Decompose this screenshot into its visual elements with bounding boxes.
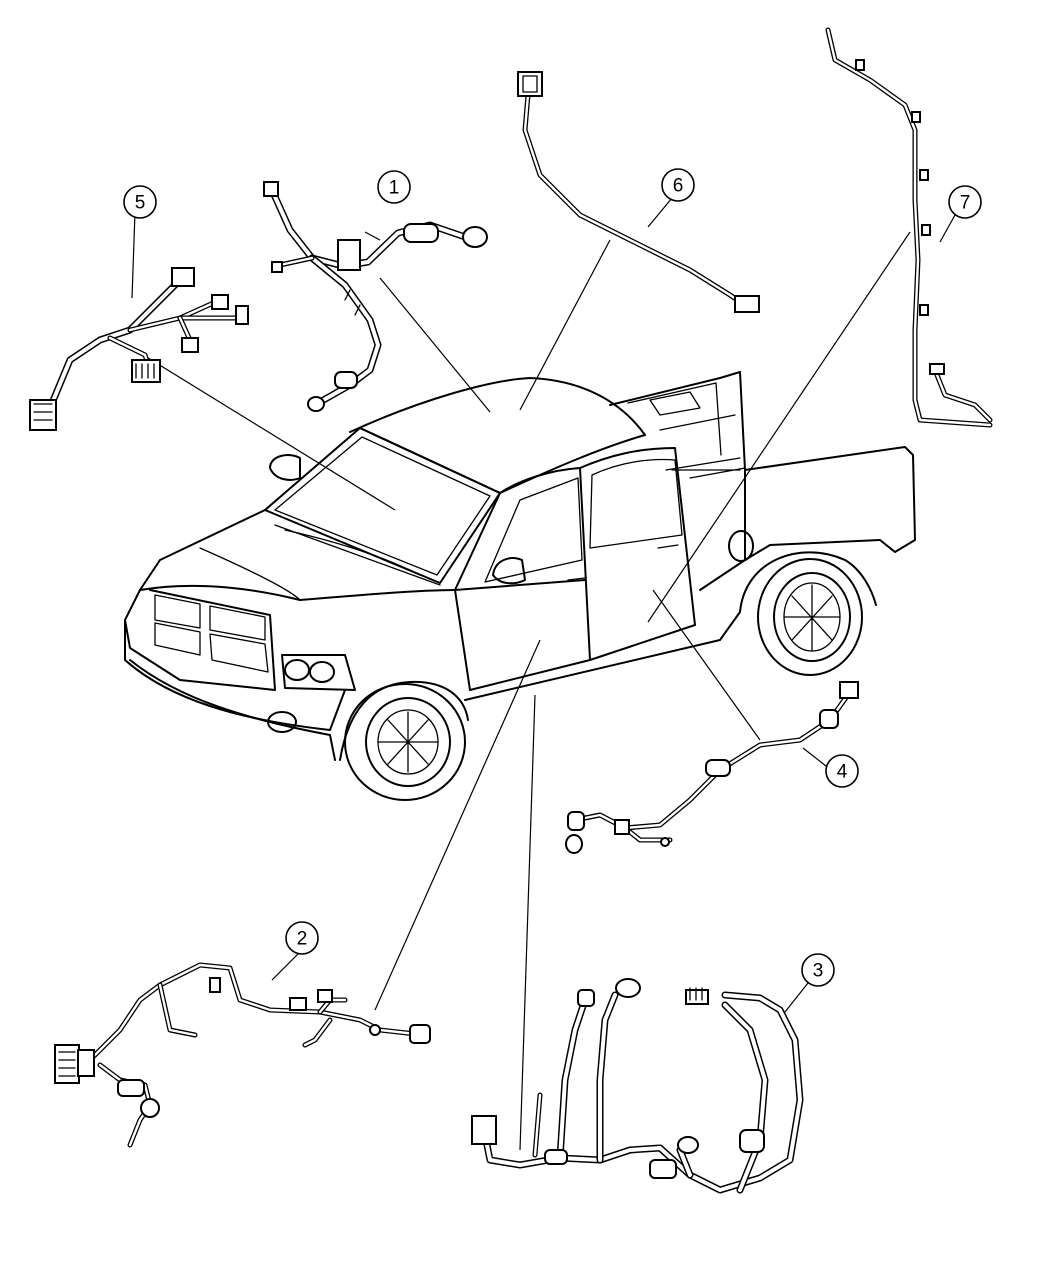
callout-4-label: 4 xyxy=(837,762,848,783)
callout-6: 6 xyxy=(661,168,695,202)
callout-7-label: 7 xyxy=(960,193,971,214)
front-door-harness xyxy=(54,962,431,1148)
callout-3: 3 xyxy=(801,953,835,987)
truck-illustration xyxy=(124,371,916,801)
callout-5-label: 5 xyxy=(135,193,146,214)
callout-4: 4 xyxy=(825,754,859,788)
roof-jumper-harness xyxy=(517,71,760,313)
instrument-panel-harness xyxy=(29,267,249,431)
callout-1: 1 xyxy=(377,170,411,204)
callout-1-label: 1 xyxy=(389,178,400,199)
wiring-harness-1 xyxy=(263,181,488,412)
callout-5: 5 xyxy=(123,185,157,219)
box-harness xyxy=(825,27,993,428)
body-harness xyxy=(471,978,804,1194)
leader-lines xyxy=(131,197,956,1151)
rear-door-harness xyxy=(565,681,859,854)
callout-2-label: 2 xyxy=(297,929,308,950)
callout-6-label: 6 xyxy=(673,176,684,197)
callout-7: 7 xyxy=(948,185,982,219)
callout-3-label: 3 xyxy=(813,961,824,982)
callout-2: 2 xyxy=(285,921,319,955)
